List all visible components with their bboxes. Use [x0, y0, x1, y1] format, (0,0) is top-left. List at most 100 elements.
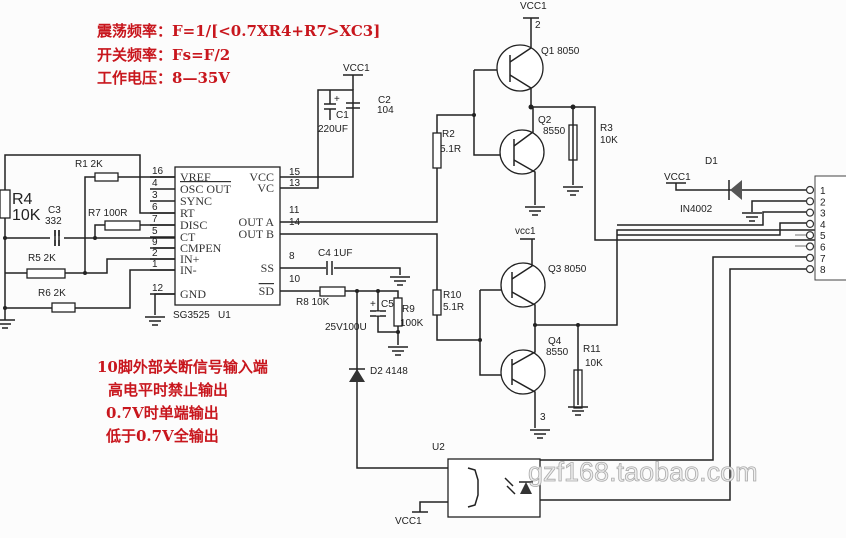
r11-value: 10K — [585, 358, 603, 369]
ic-pin-number: 8 — [289, 251, 295, 262]
out-a-wire — [280, 168, 438, 223]
connector-pin-number: 2 — [820, 197, 826, 208]
ic-pin-label: VREF — [180, 170, 211, 184]
q2-value: 8550 — [543, 126, 566, 137]
connector-pin — [805, 185, 815, 195]
ground-icon — [741, 212, 763, 222]
resistor-r7 — [104, 220, 141, 231]
ic-pin-label: DISC — [180, 218, 207, 232]
timing-network: R4 10K R1 2K C3 332 R7 100R R5 2K R6 2K — [0, 154, 175, 329]
connector-pin-number: 1 — [820, 186, 826, 197]
r3-value: 10K — [600, 135, 618, 146]
r7-label: R7 100R — [88, 208, 127, 219]
d1-label: D1 — [705, 156, 718, 167]
resistor-r4 — [0, 189, 11, 219]
ground-icon — [0, 319, 16, 329]
ic-pin-number: 1 — [152, 259, 158, 270]
r9-label: R9 — [402, 304, 415, 315]
connector-pin-number: 6 — [820, 243, 826, 254]
ic-name: SG3525 — [173, 310, 210, 321]
connector-pin-number: 7 — [820, 254, 826, 265]
q3-label: Q3 8050 — [548, 264, 587, 275]
u2-label: U2 — [432, 442, 445, 453]
note-full-output: 低于0.7V全输出 — [105, 427, 219, 445]
r10-value: 5.1R — [443, 302, 464, 313]
transistor-q1 — [496, 44, 544, 92]
note-switch-frequency: 开关频率：Fs=F/2 — [97, 46, 230, 64]
c5-plus: + — [370, 299, 376, 310]
out-b-wire — [280, 233, 438, 290]
connector-pin — [805, 219, 815, 228]
ic-pin-label: VCC — [249, 170, 274, 184]
ic-pin-label: SD — [259, 284, 275, 298]
upper-driver: R2 5.1R VCC1 2 Q1 8050 Q2 8550 R3 10K — [432, 1, 820, 241]
ground-icon — [389, 276, 411, 286]
ic-pin-label: SYNC — [180, 194, 212, 208]
note-working-voltage: 工作电压：8—35V — [97, 69, 230, 87]
resistor-r10 — [432, 289, 442, 316]
diode-d2 — [349, 369, 365, 382]
q1-pin-label: 2 — [535, 20, 541, 31]
connector-pin-number: 3 — [820, 209, 826, 220]
ic-pin-number: 11 — [289, 205, 300, 216]
ic-pin-label: OUT B — [239, 227, 274, 241]
ic-pin-label: IN- — [180, 263, 197, 277]
ic-pin-label: CMPEN — [180, 241, 222, 255]
r11-label: R11 — [583, 344, 601, 355]
r6-label: R6 2K — [38, 288, 66, 299]
resistor-r5 — [26, 268, 66, 279]
connector-pin — [805, 242, 815, 251]
ic-pin-number: 4 — [152, 178, 158, 189]
ground-icon — [387, 346, 409, 356]
ic-pin-label: CT — [180, 230, 196, 244]
ic-pin-number: 12 — [152, 283, 164, 294]
ic-pin-label: GND — [180, 287, 206, 301]
c1-plus: + — [334, 94, 340, 105]
diode-d1 — [730, 180, 742, 200]
c5-value: 25V100U — [325, 322, 367, 333]
transistor-q4 — [500, 349, 546, 395]
connector-pin-number: 8 — [820, 265, 826, 276]
d2-label: D2 4148 — [370, 366, 408, 377]
vcc1-label: VCC1 — [343, 63, 370, 74]
note-high-level: 高电平时禁止输出 — [108, 381, 228, 399]
connector-pin — [805, 231, 815, 240]
ground-icon — [529, 429, 551, 439]
connector-pin — [805, 265, 815, 274]
resistor-r8 — [319, 286, 346, 297]
ic-ref: U1 — [218, 310, 231, 321]
c2-label: C2 — [378, 95, 391, 106]
q1-vcc-label: VCC1 — [520, 1, 547, 12]
ic-pin-label: OSC OUT — [180, 182, 232, 196]
supply-decoupling: VCC1 + C1 220UF C2 104 — [280, 63, 394, 189]
u2-vcc-label: VCC1 — [395, 516, 422, 527]
q4-value: 8550 — [546, 347, 569, 358]
ic-pin-number: 15 — [289, 167, 301, 178]
optocoupler-u2: U2 VCC1 — [395, 442, 541, 527]
shutdown-network: C4 1UF R8 10K + C5 25V100U R9 100K D2 41… — [280, 248, 448, 469]
ic-pin-label: SS — [261, 261, 274, 275]
ic-pin-number: 9 — [152, 237, 158, 248]
q4-pin-label: 3 — [540, 412, 546, 423]
ic-pin-number: 10 — [289, 274, 301, 285]
r2-label: R2 — [442, 129, 455, 140]
q2-label: Q2 — [538, 115, 552, 126]
ground-icon — [562, 186, 584, 196]
q1-label: Q1 8050 — [541, 46, 580, 57]
r1-label: R1 2K — [75, 159, 103, 170]
resistor-r1 — [94, 172, 119, 182]
connector-pin-number: 5 — [820, 231, 826, 242]
d1-vcc-label: VCC1 — [664, 172, 691, 183]
r2-value: 5.1R — [440, 144, 461, 155]
c1-label: C1 — [336, 110, 349, 121]
r5-label: R5 2K — [28, 253, 56, 264]
watermark: gzf168.taobao.com — [528, 457, 758, 487]
ic-pin-label: VC — [257, 181, 274, 195]
ic-pin-number: 3 — [152, 190, 158, 201]
note-osc-frequency: 震荡频率：F=1/[<0.7XR4+R7>XC3] — [97, 22, 380, 40]
c3-label: C3 — [48, 205, 61, 216]
r8-label: R8 10K — [296, 297, 330, 308]
